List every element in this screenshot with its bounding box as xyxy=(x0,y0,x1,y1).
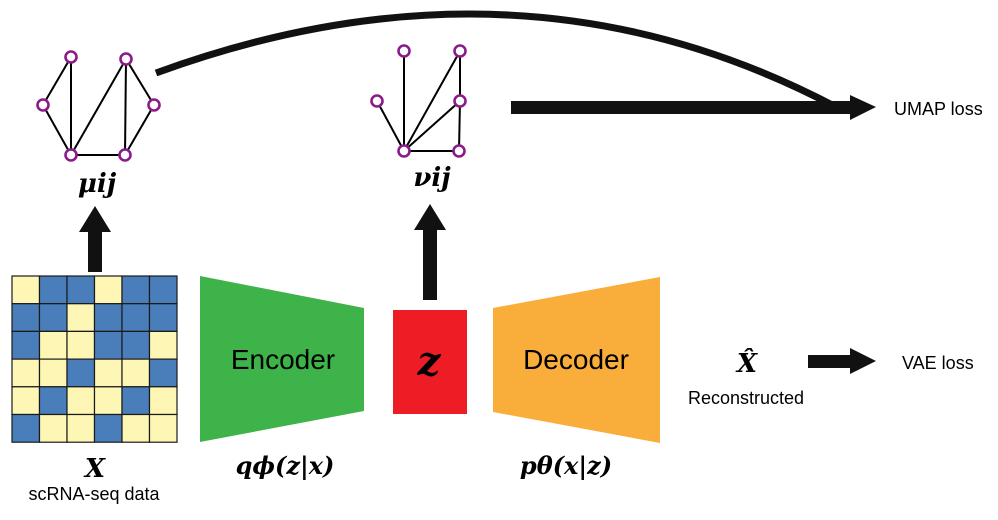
matrix-cell xyxy=(121,413,151,443)
input-symbol: X xyxy=(83,454,107,484)
matrix-cell xyxy=(93,358,123,388)
input-similarity-graph xyxy=(36,50,161,162)
graph-edge xyxy=(403,100,461,152)
matrix-cell xyxy=(66,358,96,388)
graph-node xyxy=(64,148,78,162)
matrix-cell xyxy=(148,413,178,443)
matrix-cell xyxy=(38,303,68,333)
encoder-formula: qϕ(z|x) xyxy=(236,451,335,480)
reconstruction-symbol: X̂ xyxy=(735,348,759,379)
matrix-cell xyxy=(148,303,178,333)
umap-curve xyxy=(154,10,838,111)
reconstruction-caption: Reconstructed xyxy=(688,388,804,408)
graph-edge xyxy=(376,100,405,152)
graph-edge xyxy=(124,58,127,156)
graph-edge xyxy=(124,104,155,156)
matrix-cell xyxy=(11,330,41,360)
matrix-cell xyxy=(66,413,96,443)
latent-symbol: z xyxy=(417,338,442,385)
vae-loss-label: VAE loss xyxy=(902,353,974,373)
up-arrow-latent xyxy=(414,204,446,300)
matrix-cell xyxy=(66,330,96,360)
graph-node xyxy=(453,44,467,58)
graph-edge xyxy=(42,104,72,156)
matrix-cell xyxy=(93,413,123,443)
graph-node xyxy=(119,52,133,66)
graph-node xyxy=(370,94,384,108)
latent-similarity-graph xyxy=(370,44,467,158)
matrix-cell xyxy=(121,330,151,360)
graph-edge xyxy=(458,100,461,152)
graph-edge xyxy=(125,58,155,106)
matrix-cell xyxy=(38,330,68,360)
up-arrow-input xyxy=(79,206,111,272)
graph-node xyxy=(397,144,411,158)
matrix-cell xyxy=(38,358,68,388)
matrix-cell xyxy=(93,275,123,305)
graph-edge xyxy=(42,56,72,106)
matrix-cell xyxy=(93,386,123,416)
encoder-block xyxy=(200,276,364,442)
matrix-cell xyxy=(11,275,41,305)
matrix-cell xyxy=(148,358,178,388)
matrix-cell xyxy=(121,386,151,416)
matrix-cell xyxy=(121,303,151,333)
graph-node xyxy=(452,144,466,158)
input-caption: scRNA-seq data xyxy=(28,484,160,504)
latent-block xyxy=(393,310,467,414)
matrix-cell xyxy=(38,413,68,443)
decoder-formula: pθ(x|z) xyxy=(520,451,612,480)
matrix-cell xyxy=(11,386,41,416)
umap-loss-label: UMAP loss xyxy=(894,99,983,119)
input-graph-symbol: μij xyxy=(78,169,117,199)
matrix-cell xyxy=(148,330,178,360)
graph-edge xyxy=(70,58,127,156)
umap-loss-arrow xyxy=(511,95,876,120)
graph-node xyxy=(397,44,411,58)
matrix-cell xyxy=(38,275,68,305)
input-data-matrix xyxy=(11,275,178,443)
matrix-cell xyxy=(11,303,41,333)
graph-node xyxy=(118,148,132,162)
graph-node xyxy=(64,50,78,64)
matrix-cell xyxy=(121,358,151,388)
matrix-cell xyxy=(93,303,123,333)
matrix-cell xyxy=(66,275,96,305)
graph-node xyxy=(36,98,50,112)
matrix-cell xyxy=(148,386,178,416)
graph-node xyxy=(147,98,161,112)
graph-edge xyxy=(403,50,461,152)
matrix-cell xyxy=(148,275,178,305)
matrix-cell xyxy=(93,330,123,360)
matrix-cell xyxy=(121,275,151,305)
matrix-cell xyxy=(66,303,96,333)
matrix-cell xyxy=(11,358,41,388)
matrix-cell xyxy=(11,413,41,443)
matrix-cell xyxy=(38,386,68,416)
matrix-cell xyxy=(66,386,96,416)
decoder-label: Decoder xyxy=(523,344,629,375)
decoder-block xyxy=(493,277,660,443)
graph-node xyxy=(453,94,467,108)
latent-graph-symbol: νij xyxy=(413,163,451,193)
encoder-label: Encoder xyxy=(231,344,335,375)
vae-loss-arrow xyxy=(808,348,876,374)
